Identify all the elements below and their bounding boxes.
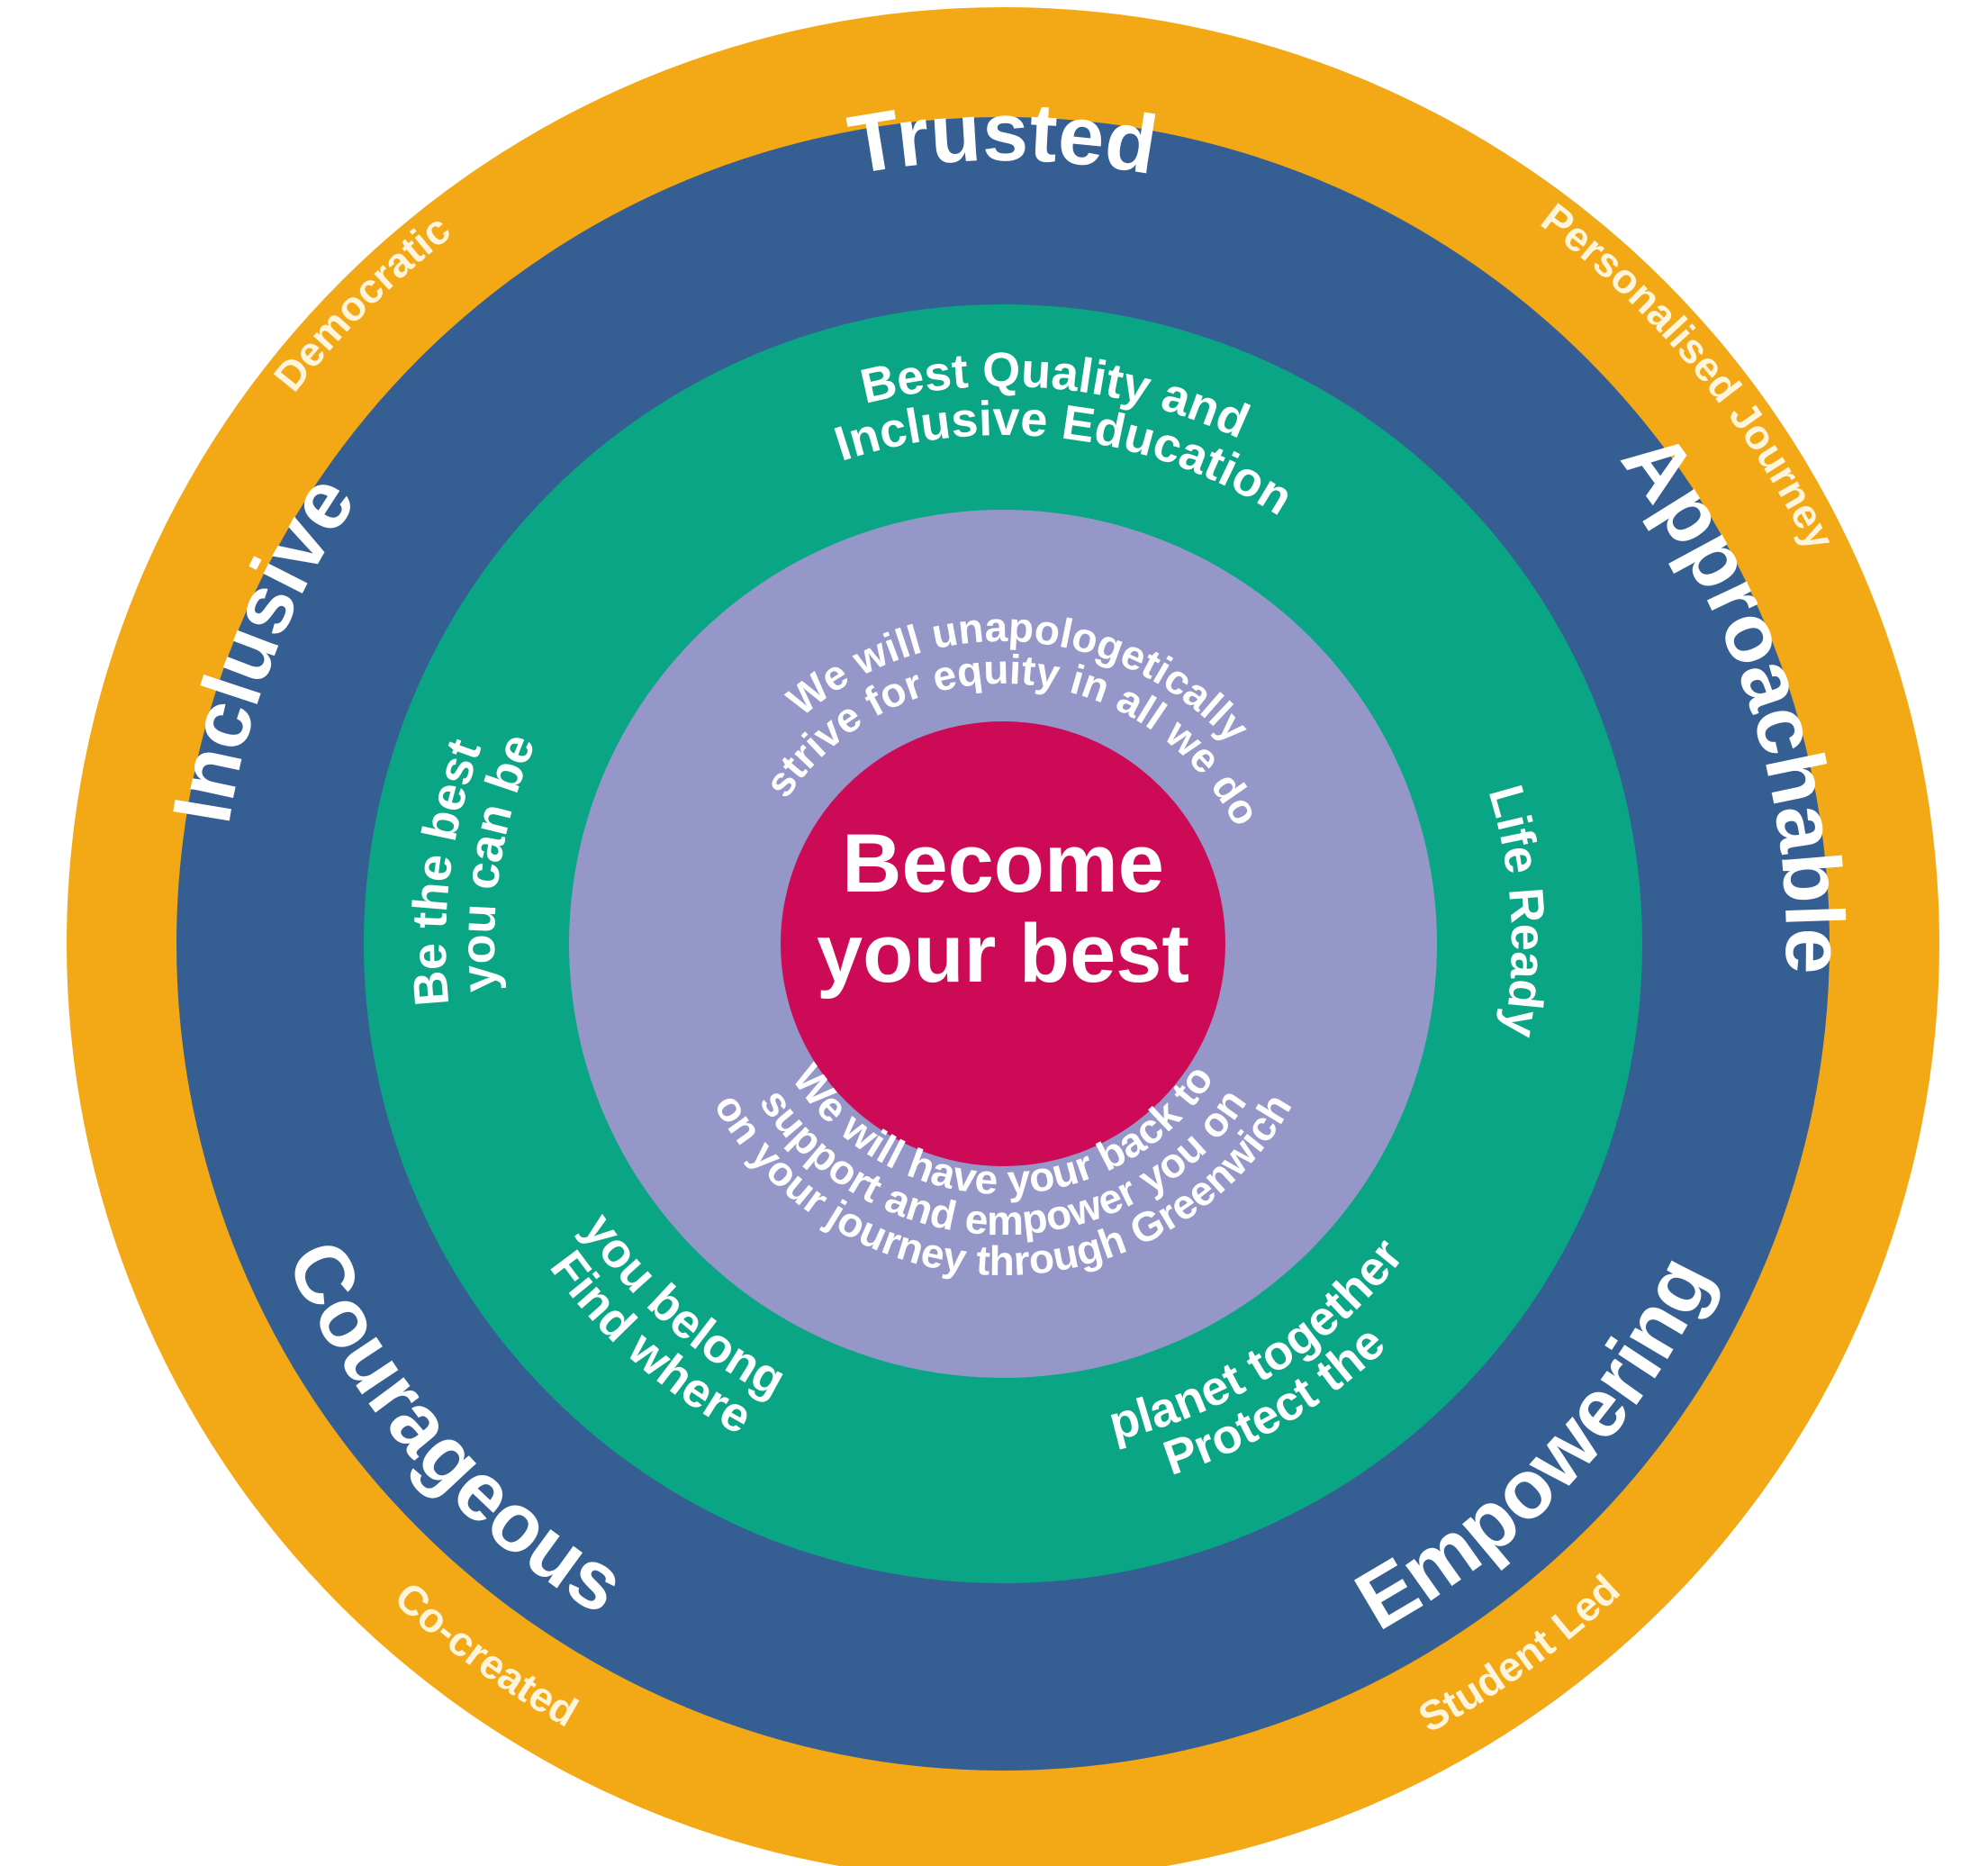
center-circle xyxy=(781,721,1225,1166)
center-title-line1: Become xyxy=(842,818,1164,910)
center-title-line2: your best xyxy=(817,908,1189,1000)
